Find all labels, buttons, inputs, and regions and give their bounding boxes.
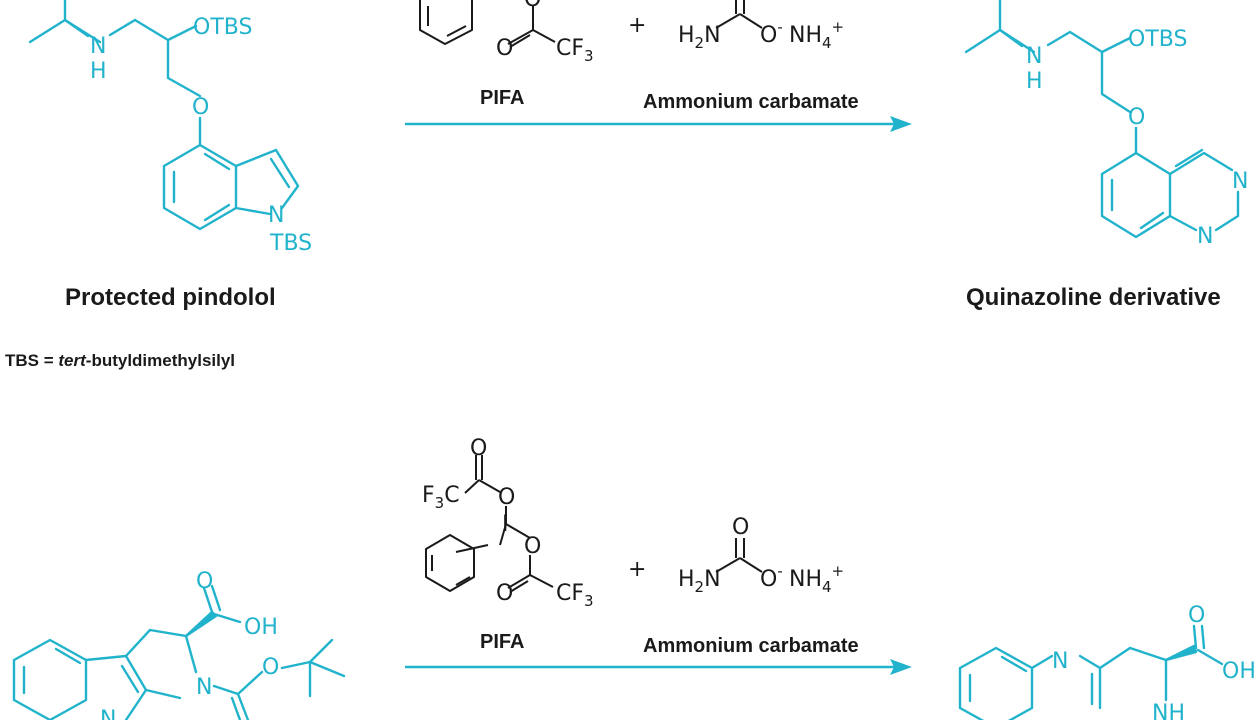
- product-caption: Quinazoline derivative: [966, 284, 1221, 311]
- atom-n: N: [90, 34, 106, 59]
- reagent-label-carbamate: Ammonium carbamate: [643, 91, 859, 113]
- carboline-acid-atoms: O OH N O N: [100, 569, 279, 720]
- reagent-label-pifa: PIFA: [480, 87, 524, 109]
- pifa2-atom-i: I: [502, 512, 509, 537]
- carbamate-atom-h2n: H2N: [678, 23, 721, 52]
- pifa-atom-cf3: CF3: [556, 36, 594, 65]
- tbs-footnote: TBS = tert-butyldimethylsilyl: [5, 351, 235, 370]
- atom-n-tbs: TBS: [269, 231, 312, 256]
- product2-atom-nh: NH: [1152, 701, 1185, 720]
- protected-pindolol-structure: [28, 0, 300, 231]
- pifa-atom-o-low: O: [496, 36, 513, 61]
- product2-atom-o: O: [1188, 603, 1205, 628]
- atom-otbs: OTBS: [193, 15, 252, 40]
- reagent-label-carbamate-2: Ammonium carbamate: [643, 635, 859, 657]
- protected-pindolol-atoms: OTBS N H O N TBS: [90, 15, 312, 256]
- product-atom-n: N: [1026, 44, 1042, 69]
- carboline-acid-structure: [12, 584, 346, 720]
- product-2-atoms: N O OH NH: [1052, 603, 1256, 720]
- scheme-1: OTBS N H O N TBS Protected pindolol O O …: [28, 0, 1248, 311]
- product2-atom-n-ring: N: [1052, 649, 1068, 674]
- reaction-arrow-2: [405, 659, 912, 675]
- pifa2-atom-o2: O: [524, 534, 541, 559]
- carbamate2-atom-nh4: NH4+: [789, 562, 844, 596]
- carbamate2-atom-h2n: H2N: [678, 567, 721, 596]
- product-atom-o: O: [1128, 105, 1145, 130]
- atom-h: H: [90, 59, 107, 84]
- ammonium-carbamate-structure-2: [715, 538, 763, 573]
- pifa2-atom-o-top: O: [470, 436, 487, 461]
- start2-atom-o-ester: O: [262, 655, 279, 680]
- start2-atom-o-acid: O: [196, 569, 213, 594]
- quinazoline-structure: [964, 0, 1240, 239]
- product2-atom-oh: OH: [1222, 659, 1256, 684]
- product-atom-otbs: OTBS: [1128, 27, 1187, 52]
- plus-sign: +: [628, 13, 646, 38]
- product-atom-h: H: [1026, 69, 1043, 94]
- start2-atom-n: N: [196, 675, 212, 700]
- pifa2-atom-o1: O: [498, 485, 515, 510]
- start2-atom-n-bottom: N: [100, 707, 116, 720]
- reagent-label-pifa-2: PIFA: [480, 631, 524, 653]
- start2-atom-oh: OH: [244, 615, 278, 640]
- plus-sign-2: +: [628, 557, 646, 582]
- atom-ring-n: N: [268, 203, 284, 228]
- atom-o: O: [192, 95, 209, 120]
- carbamate2-atom-o-minus: O-: [760, 562, 783, 592]
- quinazoline-atoms: OTBS N H O N N: [1026, 27, 1248, 249]
- carbamate-atom-nh4: NH4+: [789, 18, 844, 52]
- pifa2-atom-f3c: F3C: [422, 483, 460, 512]
- pifa2-atom-cf3: CF3: [556, 581, 594, 610]
- ammonium-carbamate-structure: [715, 0, 763, 29]
- pifa-structure-2: [425, 455, 554, 593]
- product-atom-n1: N: [1232, 169, 1248, 194]
- scheme-2: O F3C O I O O CF3 + O H2N O- NH4+ PIFA A…: [12, 436, 1256, 720]
- pifa-atom-o: O: [524, 0, 541, 12]
- carbamate-atom-o-minus: O-: [760, 18, 783, 48]
- pifa-structure: [419, 0, 556, 48]
- carbamate2-atom-o: O: [732, 515, 749, 540]
- product-2-structure: [958, 624, 1224, 720]
- pifa2-atom-o-low: O: [496, 581, 513, 606]
- reaction-arrow: [405, 116, 912, 132]
- start-material-caption: Protected pindolol: [65, 284, 276, 311]
- product-atom-n2: N: [1197, 224, 1213, 249]
